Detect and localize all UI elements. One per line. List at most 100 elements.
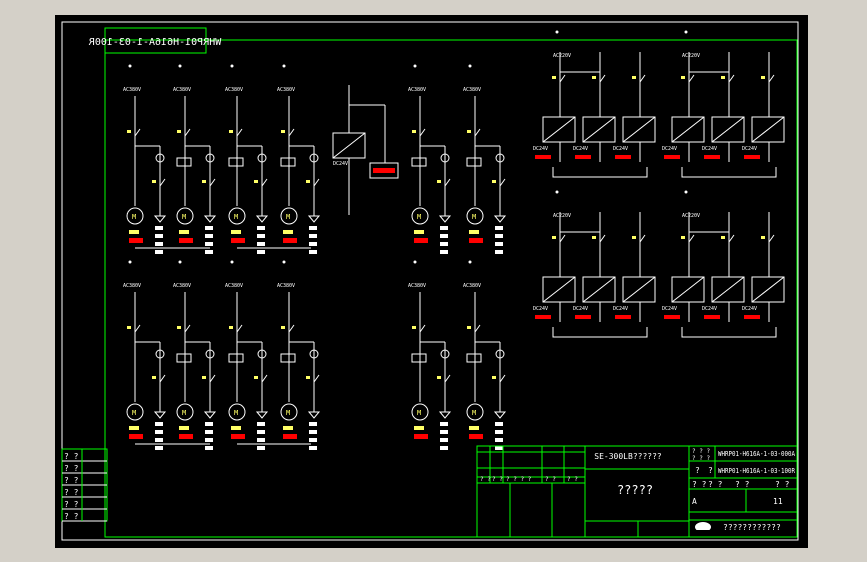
terminal-label: [257, 242, 265, 246]
terminal-label: [440, 446, 448, 450]
motor-icon: [176, 207, 194, 225]
breaker-tag: [632, 76, 636, 79]
motor-symbol-icon: M: [286, 409, 290, 417]
title-block: [476, 445, 798, 538]
code-box: [104, 27, 207, 54]
breaker-contact: [236, 128, 243, 137]
corner-label: ? ? ?: [692, 448, 710, 455]
output-label: [664, 155, 680, 159]
motor-symbol-icon: M: [182, 213, 186, 221]
contactor-icon: [466, 157, 482, 167]
terminal-label: [155, 250, 163, 254]
terminal-label: [440, 430, 448, 434]
supply-label: AC220V: [682, 53, 700, 59]
breaker-contact: [184, 324, 191, 333]
motor-rating-tag: [231, 434, 245, 439]
terminal-label: [495, 250, 503, 254]
power-supply-icon: [751, 276, 785, 303]
terminal-label: [440, 234, 448, 238]
relay-coil-icon: [309, 349, 319, 359]
motor-symbol-icon: M: [182, 409, 186, 417]
terminal-label: [257, 438, 265, 442]
relay-coil-icon: [205, 153, 215, 163]
revision-label: ? ?: [64, 488, 79, 497]
power-supply-icon: [542, 276, 576, 303]
company-name: ????????????: [723, 523, 781, 532]
ps-diagonal: [711, 276, 745, 303]
motor-tag: [231, 230, 241, 234]
ground-icon: [438, 215, 452, 223]
terminal-label: [309, 446, 317, 450]
terminal-label: [495, 446, 503, 450]
breaker-tag: [306, 180, 310, 183]
terminal-label: [205, 422, 213, 426]
group-bracket: [681, 327, 777, 338]
motor-symbol-icon: M: [234, 213, 238, 221]
breaker-contact: [559, 234, 566, 243]
breaker-tag: [437, 376, 441, 379]
output-label: [704, 155, 720, 159]
header-label: ? ?: [480, 476, 491, 483]
ground-icon: [438, 411, 452, 419]
ps-diagonal: [671, 276, 705, 303]
terminal-label: [440, 250, 448, 254]
breaker-tag: [492, 180, 496, 183]
terminal-label: [257, 446, 265, 450]
terminal-label: [495, 242, 503, 246]
motor-icon: [411, 207, 429, 225]
drawing-number-2: WHRP01-H616A-1-03-100R: [718, 467, 796, 475]
breaker-tag: [127, 130, 131, 133]
motor-tag: [129, 230, 139, 234]
motor-symbol-icon: M: [132, 409, 136, 417]
ps-diagonal: [622, 276, 656, 303]
contactor-icon: [411, 157, 427, 167]
motor-rating-tag: [283, 238, 297, 243]
motor-rating-tag: [129, 434, 143, 439]
ps-diagonal: [542, 276, 576, 303]
breaker-tag: [202, 180, 206, 183]
motor-rating-tag: [283, 434, 297, 439]
breaker-tag: [552, 236, 556, 239]
circuit-units: AC380VMAC380VMAC380VMAC380VMAC380VMAC380…: [123, 30, 785, 450]
motor-symbol-icon: M: [472, 213, 476, 221]
breaker-contact: [559, 74, 566, 83]
revision-label: ? ?: [64, 476, 79, 485]
relay-coil-icon: [155, 153, 165, 163]
motor-icon: [228, 207, 246, 225]
motor-tag: [283, 230, 293, 234]
motor-icon: [126, 207, 144, 225]
breaker-contact: [261, 178, 268, 187]
motor-rating-tag: [414, 434, 428, 439]
relay-coil-icon: [495, 153, 505, 163]
motor-rating-tag: [179, 434, 193, 439]
breaker-contact: [599, 74, 606, 83]
sheet-count: 11: [773, 497, 783, 506]
supply-label: DC24V: [662, 306, 677, 312]
breaker-tag: [306, 376, 310, 379]
terminal-icon: [413, 260, 417, 264]
schematic: WHRP01-H616A-1-03-100R AC380VMAC380VMAC3…: [61, 21, 799, 541]
breaker-tag: [281, 326, 285, 329]
motor-tag: [469, 230, 479, 234]
header-label: ? ?: [567, 476, 578, 483]
ground-icon: [153, 215, 167, 223]
motor-symbol-icon: M: [417, 213, 421, 221]
breaker-tag: [152, 376, 156, 379]
motor-icon: [126, 403, 144, 421]
breaker-contact: [688, 74, 695, 83]
group-bracket: [552, 327, 648, 338]
supply-label: DC24V: [613, 306, 628, 312]
motor-symbol-icon: M: [417, 409, 421, 417]
terminal-label: [440, 242, 448, 246]
motor-rating-tag: [231, 238, 245, 243]
supply-label: AC380V: [225, 87, 243, 93]
contactor-icon: [466, 353, 482, 363]
power-supply-icon: [671, 116, 705, 143]
breaker-contact: [728, 74, 735, 83]
contactor-icon: [280, 157, 296, 167]
supply-label: AC380V: [277, 87, 295, 93]
terminal-label: [205, 438, 213, 442]
ps-diagonal: [622, 116, 656, 143]
motor-tag: [179, 426, 189, 430]
